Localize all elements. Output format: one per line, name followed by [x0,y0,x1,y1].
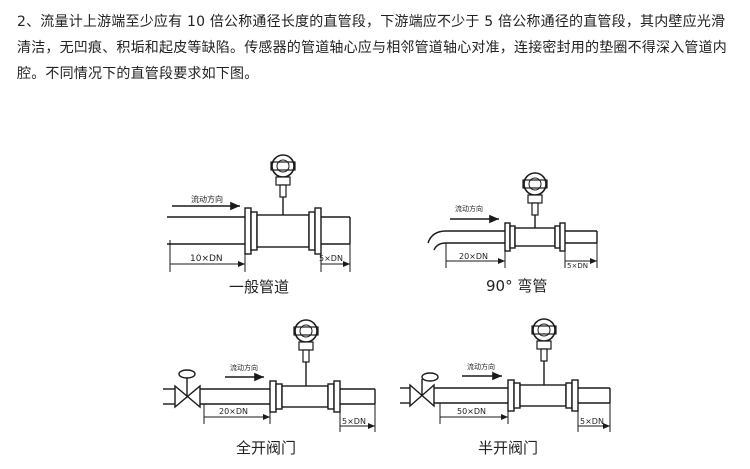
panel3-caption: 全开阀门 [236,439,296,457]
panel1-downstream-label: 5×DN [319,254,343,263]
panel-half-open-valve [400,371,611,432]
flowmeter-icon [270,154,296,198]
panel4-upstream-label: 50×DN [457,407,486,416]
panel-elbow [427,214,598,268]
flowmeter-icon [531,318,557,362]
flowmeter-icon [522,172,548,216]
panel4-downstream-label: 5×DN [580,417,604,426]
panel2-flow-label: 流动方向 [455,204,483,213]
panel2-caption: 90° 弯管 [486,277,547,295]
panel-straight-pipe [167,201,351,272]
panel1-caption: 一般管道 [229,278,289,296]
panel3-upstream-label: 20×DN [219,407,248,416]
panel3-flow-label: 流动方向 [230,363,258,372]
panel4-flow-label: 流动方向 [467,362,495,371]
panel-full-open-valve [163,369,376,432]
panel1-upstream-label: 10×DN [190,254,223,264]
panel2-downstream-label: 5×DN [567,262,588,270]
flowmeter-icon [293,319,319,363]
panel4-caption: 半开阀门 [478,439,538,457]
panel3-downstream-label: 5×DN [342,417,366,426]
panel2-upstream-label: 20×DN [459,252,488,261]
panel1-flow-label: 流动方向 [191,194,223,204]
body-paragraph: 2、流量计上游端至少应有 10 倍公称通径长度的直管段，下游端应不少于 5 倍公… [17,14,727,82]
